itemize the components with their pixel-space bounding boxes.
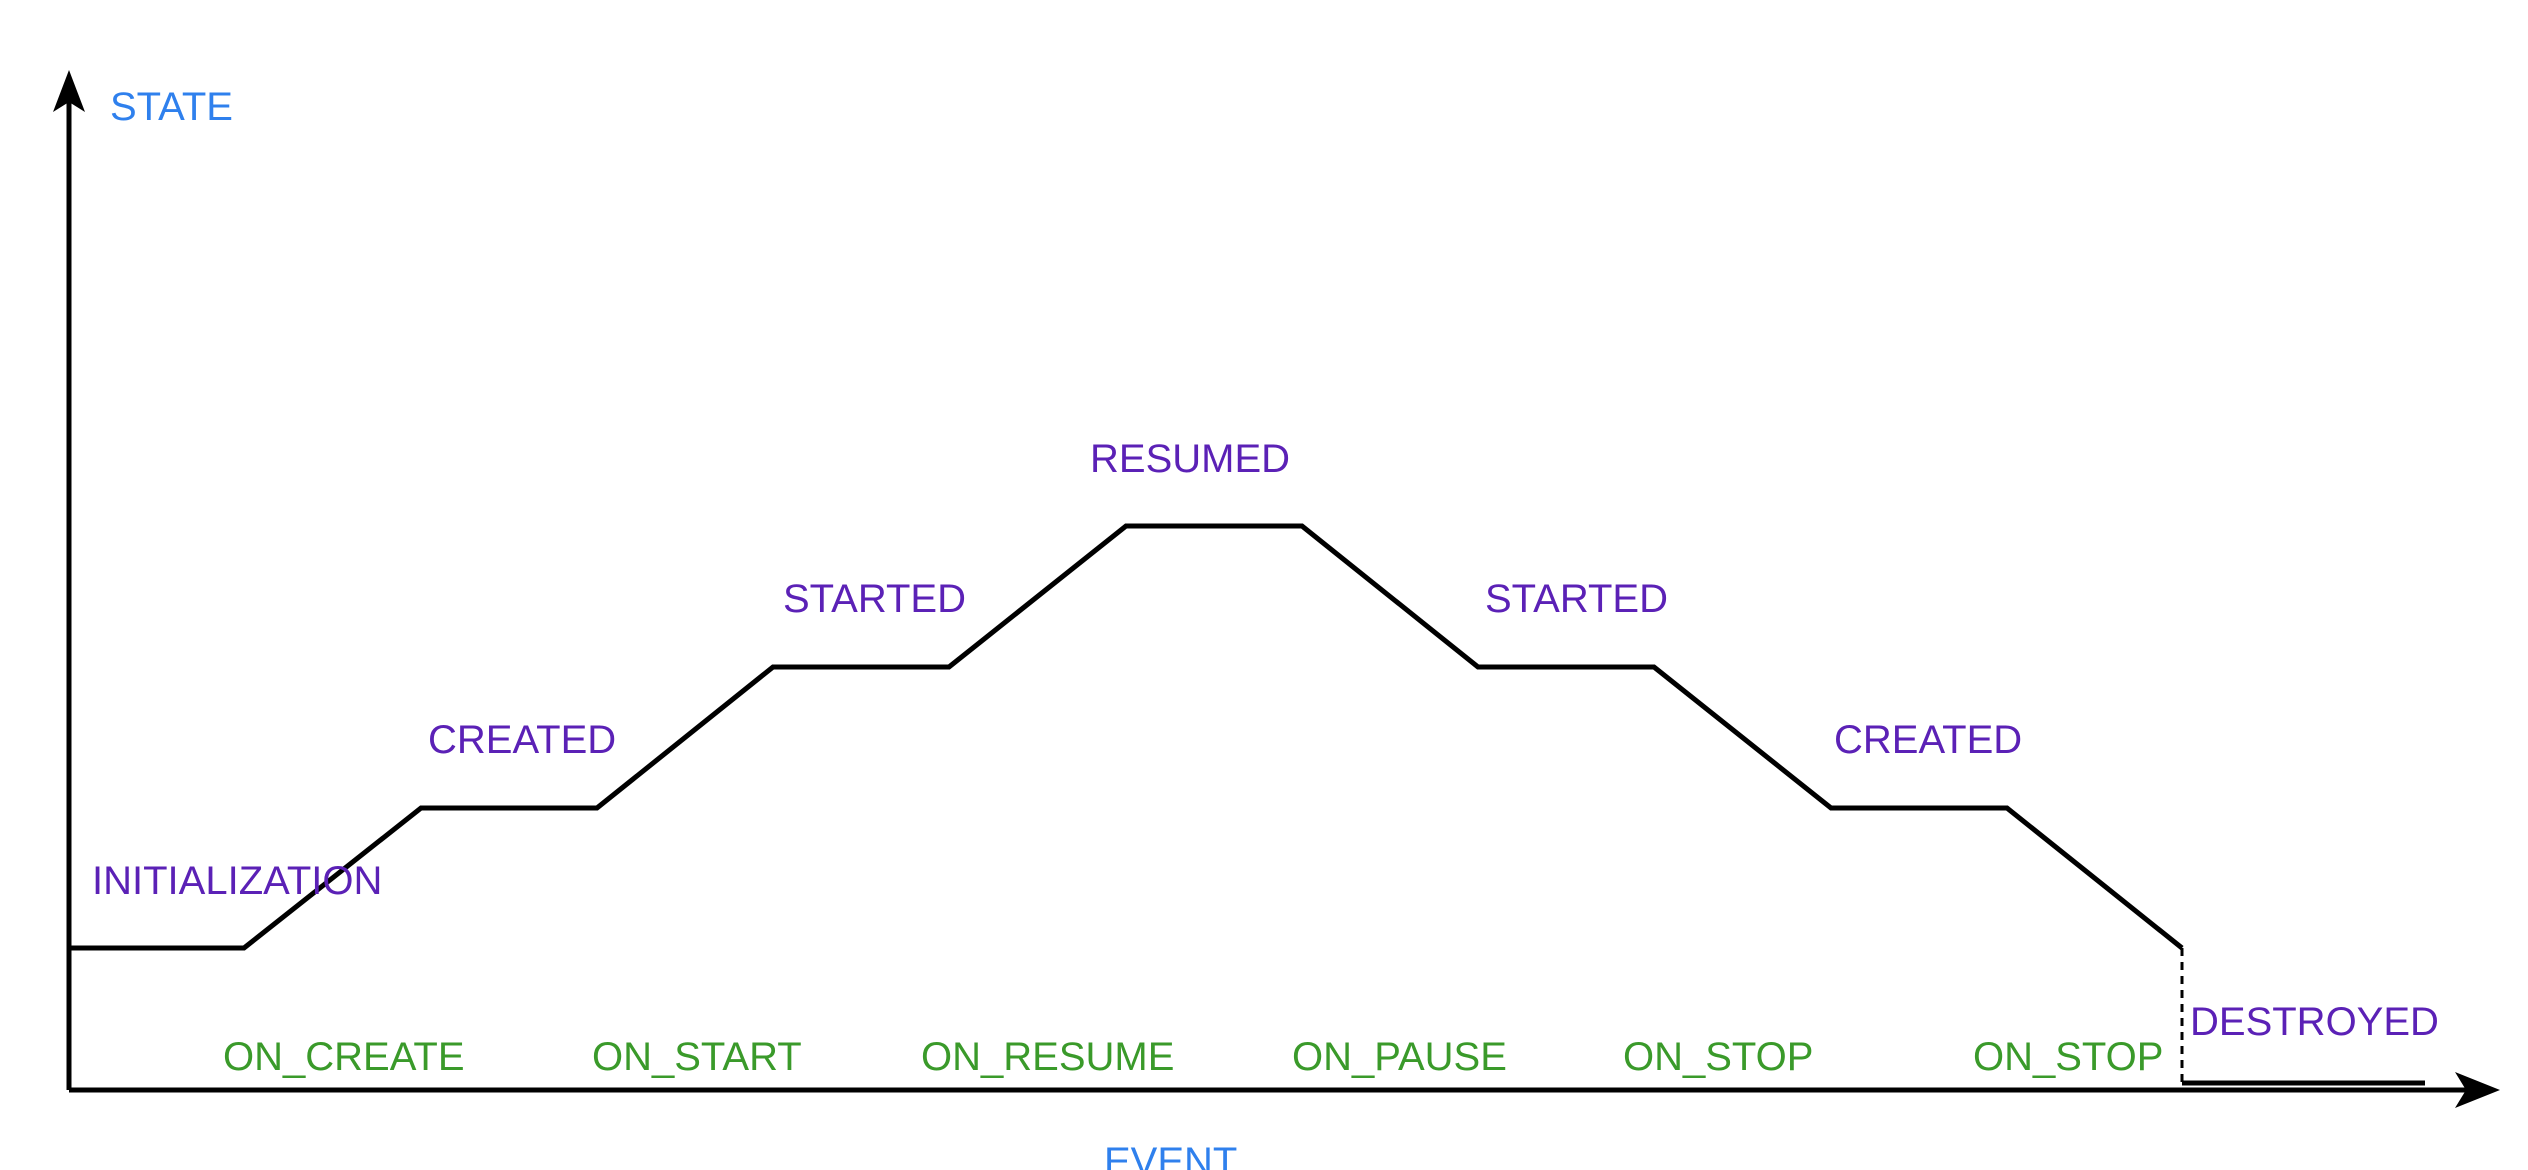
x-axis-label: EVENT: [1104, 1140, 1237, 1170]
event-label-on-stop: ON_STOP: [1623, 1035, 1813, 1079]
y-axis-label: STATE: [110, 85, 233, 129]
state-label-created: CREATED: [428, 718, 616, 762]
state-label-initialization: INITIALIZATION: [92, 859, 382, 903]
x-axis-arrowhead: [2455, 1072, 2500, 1108]
state-label-destroyed: DESTROYED: [2190, 1000, 2439, 1044]
lifecycle-path: [69, 523, 2184, 951]
state-label-resumed: RESUMED: [1090, 437, 1290, 481]
event-label-on-start: ON_START: [592, 1035, 802, 1079]
state-label-started: STARTED: [783, 577, 966, 621]
state-label-created-2: CREATED: [1834, 718, 2022, 762]
event-label-on-pause: ON_PAUSE: [1292, 1035, 1507, 1079]
event-label-on-stop-2: ON_STOP: [1973, 1035, 2163, 1079]
state-label-started-2: STARTED: [1485, 577, 1668, 621]
event-label-on-create: ON_CREATE: [223, 1035, 465, 1079]
event-label-on-resume: ON_RESUME: [921, 1035, 1174, 1079]
y-axis-arrowhead: [53, 70, 85, 112]
